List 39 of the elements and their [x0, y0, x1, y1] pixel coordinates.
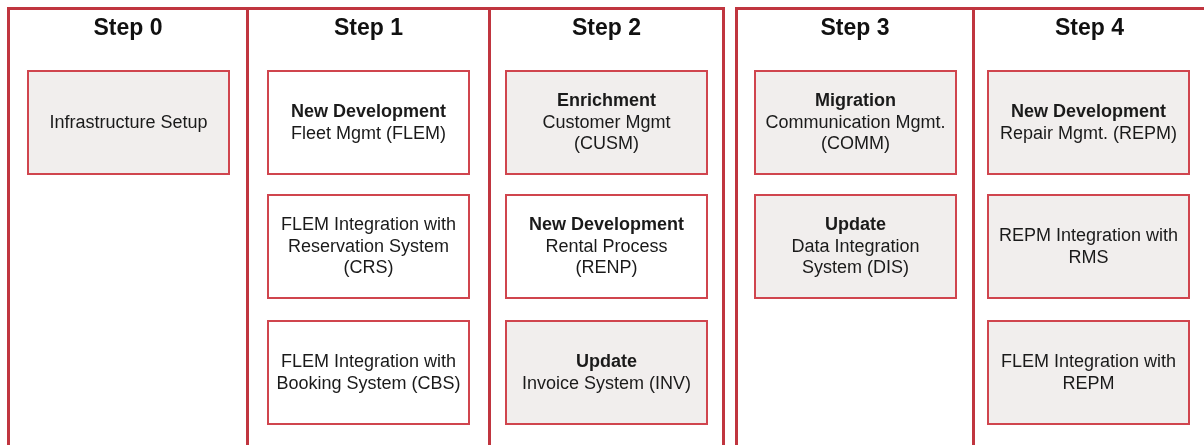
- task-box: [987, 320, 1190, 425]
- step-column: [7, 7, 249, 445]
- task-name: Data Integration System (DIS): [790, 235, 921, 279]
- task-type: Migration: [815, 90, 896, 112]
- column-heading: Step 0: [92, 14, 164, 41]
- column-heading: Step 2: [571, 14, 642, 41]
- task-name: Invoice System (INV): [521, 372, 691, 395]
- task-name: Infrastructure Setup: [49, 111, 208, 134]
- column-heading: Step 4: [1054, 14, 1125, 41]
- task-box: [505, 194, 708, 299]
- task-box: [987, 194, 1190, 299]
- task-type: Enrichment: [557, 90, 656, 112]
- task-type: New Development: [528, 214, 684, 236]
- task-name: Communication Mgmt. (COMM): [764, 111, 947, 155]
- step-column: [735, 7, 975, 445]
- task-type: New Development: [1010, 100, 1166, 123]
- task-box: [754, 194, 957, 299]
- task-name: Rental Process (RENP): [544, 235, 669, 279]
- task-type: New Development: [290, 100, 446, 123]
- task-name: Customer Mgmt (CUSM): [541, 111, 672, 155]
- task-box: [987, 70, 1190, 175]
- task-box: [267, 320, 470, 425]
- task-box: [505, 320, 708, 425]
- task-name: FLEM Integration with REPM: [999, 350, 1178, 395]
- task-box: [267, 194, 470, 299]
- task-box: [505, 70, 708, 175]
- task-name: REPM Integration with RMS: [997, 224, 1180, 269]
- task-type: Update: [576, 350, 637, 373]
- task-box: [754, 70, 957, 175]
- task-box: [267, 70, 470, 175]
- column-heading: Step 3: [819, 14, 891, 41]
- task-box: [27, 70, 230, 175]
- task-name: FLEM Integration with Booking System (CBS): [275, 350, 462, 395]
- task-name: FLEM Integration with Reservation System (CRS): [279, 214, 458, 279]
- task-name: Fleet Mgmt (FLEM): [291, 122, 446, 145]
- task-type: Update: [825, 214, 886, 236]
- task-name: Repair Mgmt. (REPM): [1000, 122, 1177, 145]
- step-column: [488, 7, 725, 445]
- column-heading: Step 1: [333, 14, 404, 41]
